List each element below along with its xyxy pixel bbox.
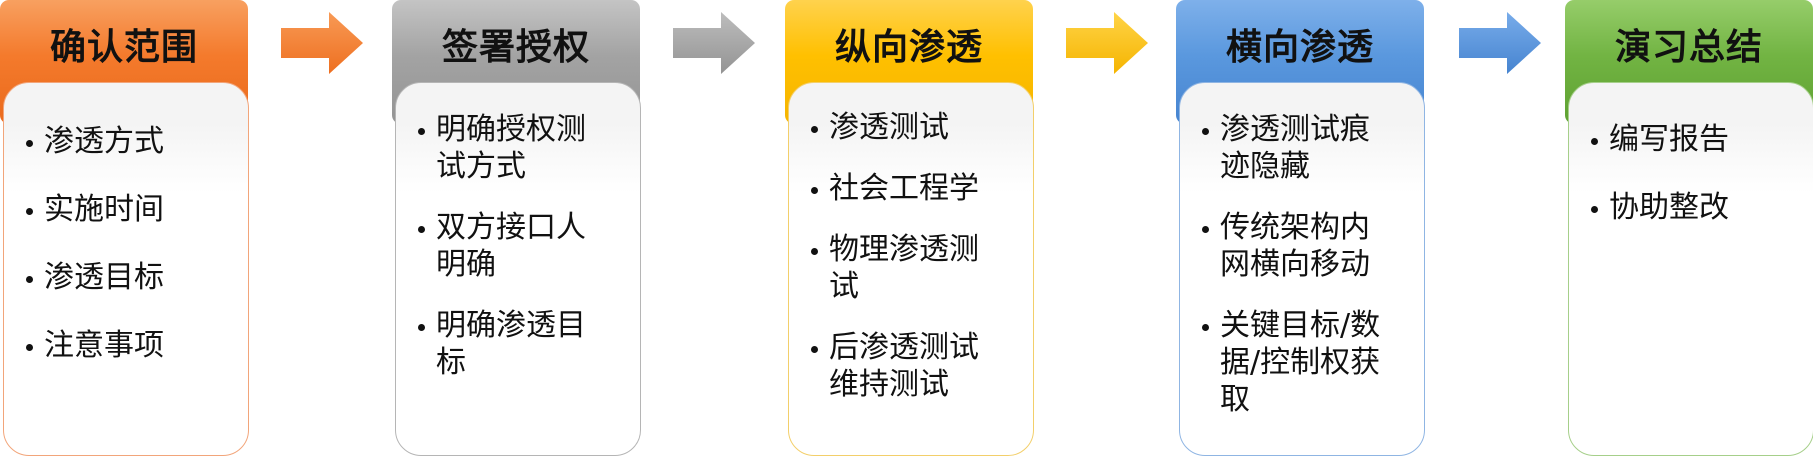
list-item: 传统架构内网横向移动 bbox=[1202, 209, 1390, 283]
list-item: 渗透方式 bbox=[26, 123, 238, 160]
stage-item-list: 渗透测试 社会工程学 物理渗透测试 后渗透测试维持测试 bbox=[811, 109, 1023, 403]
stage-exercise-summary: 演习总结 编写报告 协助整改 bbox=[1565, 0, 1813, 457]
stage-title: 纵向渗透 bbox=[834, 27, 983, 68]
stage-item-list: 渗透方式 实施时间 渗透目标 注意事项 bbox=[26, 123, 238, 364]
list-item: 后渗透测试维持测试 bbox=[811, 329, 994, 403]
stage-body: 明确授权测试方式 双方接口人明确 明确渗透目标 bbox=[395, 82, 641, 456]
list-item: 渗透测试 bbox=[811, 109, 994, 146]
list-item: 双方接口人明确 bbox=[418, 209, 601, 283]
stage-body: 渗透测试 社会工程学 物理渗透测试 后渗透测试维持测试 bbox=[788, 82, 1034, 456]
stage-body: 编写报告 协助整改 bbox=[1568, 82, 1813, 456]
arrow-right-icon bbox=[1066, 12, 1148, 74]
stage-body: 渗透方式 实施时间 渗透目标 注意事项 bbox=[3, 82, 249, 456]
stage-vertical-penetration: 纵向渗透 渗透测试 社会工程学 物理渗透测试 后渗透测试维持测试 bbox=[785, 0, 1034, 457]
stage-body: 渗透测试痕迹隐藏 传统架构内网横向移动 关键目标/数据/控制权获取 bbox=[1179, 82, 1425, 456]
stage-sign-authorization: 签署授权 明确授权测试方式 双方接口人明确 明确渗透目标 bbox=[392, 0, 641, 457]
list-item: 协助整改 bbox=[1591, 189, 1803, 226]
stage-lateral-penetration: 横向渗透 渗透测试痕迹隐藏 传统架构内网横向移动 关键目标/数据/控制权获取 bbox=[1176, 0, 1425, 457]
stage-confirm-scope: 确认范围 渗透方式 实施时间 渗透目标 注意事项 bbox=[0, 0, 249, 457]
list-item: 明确渗透目标 bbox=[418, 307, 601, 381]
stage-title: 横向渗透 bbox=[1225, 27, 1374, 68]
list-item: 明确授权测试方式 bbox=[418, 111, 601, 185]
stage-item-list: 渗透测试痕迹隐藏 传统架构内网横向移动 关键目标/数据/控制权获取 bbox=[1202, 111, 1414, 418]
arrow-right-icon bbox=[281, 12, 363, 74]
stage-title: 演习总结 bbox=[1614, 27, 1763, 68]
list-item: 渗透测试痕迹隐藏 bbox=[1202, 111, 1390, 185]
list-item: 实施时间 bbox=[26, 191, 238, 228]
list-item: 关键目标/数据/控制权获取 bbox=[1202, 307, 1390, 418]
arrow-right-icon bbox=[673, 12, 755, 74]
list-item: 渗透目标 bbox=[26, 259, 238, 296]
stage-title: 签署授权 bbox=[441, 27, 590, 68]
arrow-right-icon bbox=[1459, 12, 1541, 74]
stage-title: 确认范围 bbox=[49, 27, 198, 68]
list-item: 编写报告 bbox=[1591, 121, 1803, 158]
stage-item-list: 明确授权测试方式 双方接口人明确 明确渗透目标 bbox=[418, 111, 630, 381]
list-item: 社会工程学 bbox=[811, 170, 994, 207]
list-item: 物理渗透测试 bbox=[811, 231, 994, 305]
list-item: 注意事项 bbox=[26, 327, 238, 364]
stage-item-list: 编写报告 协助整改 bbox=[1591, 121, 1803, 226]
